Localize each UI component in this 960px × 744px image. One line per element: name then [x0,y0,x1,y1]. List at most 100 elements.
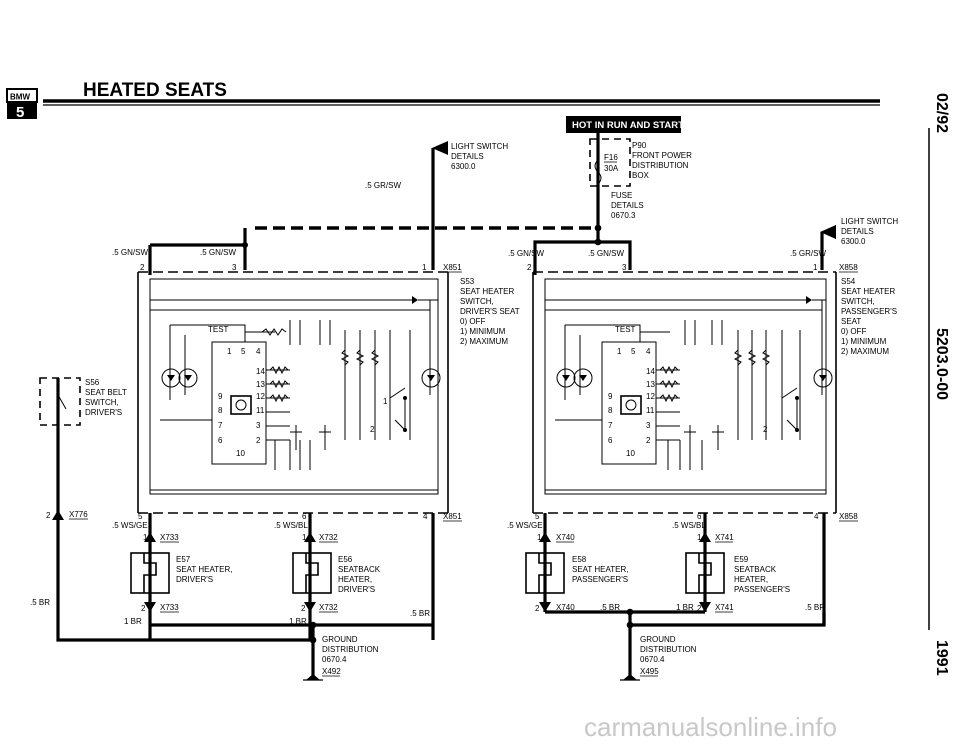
s54-label-1: S54 [841,277,856,286]
pin-1-right: 1 [813,263,818,272]
wire-br-e58: .5 BR [600,603,620,612]
s54-label-8: 2) MAXIMUM [841,347,889,356]
e57-label-3: DRIVER'S [176,575,213,584]
connector-x495: X495 [640,667,659,676]
seat-belt-switch-s56 [39,377,312,642]
logo-series-text: 5 [16,104,24,121]
light-switch-right-1: LIGHT SWITCH [841,217,898,226]
fuse-box-label-3: BOX [632,171,650,180]
s54-pin-10: 10 [626,449,635,458]
s54-out-pin-6: 6 [697,512,702,521]
wire-br-s53: .5 BR [410,609,430,618]
s53-pin-8: 8 [218,406,223,415]
ground-right-2: DISTRIBUTION [640,645,697,654]
heater-e56 [292,552,332,594]
s54-pin-5: 5 [631,347,636,356]
e59-label-3: HEATER, [734,575,768,584]
fuse-details-3: 0670.3 [611,211,636,220]
x740-bottom-pin: 2 [535,604,540,613]
s54-pin-3: 3 [646,421,651,430]
fuse-details-2: DETAILS [611,201,644,210]
connector-x741-bottom: X741 [715,603,734,612]
x732-bottom-pin: 2 [301,604,306,613]
light-switch-arrow-left [432,141,448,155]
wire-gn-sw-left-b: .5 GN/SW [200,248,236,257]
s54-pin-7: 7 [608,421,613,430]
s54-label-7: 1) MINIMUM [841,337,887,346]
s53-pin-7: 7 [218,421,223,430]
ground-left-3: 0670.4 [322,655,347,664]
s53-heater-icon [230,395,252,415]
connector-x732-bottom: X732 [319,603,338,612]
s54-out-pin-5: 5 [535,512,540,521]
e59-label-4: PASSENGER'S [734,585,790,594]
heater-e58 [525,552,565,594]
s54-label-2: SEAT HEATER [841,287,895,296]
side-date: 02/92 [933,93,950,133]
light-switch-left-3: 6300.0 [451,162,476,171]
fuse-box-id: P90 [632,141,647,150]
s53-pin-2: 2 [256,436,261,445]
heater-e59 [685,552,725,594]
wire-gn-sw-left-a: .5 GN/SW [112,248,148,257]
s53-pin-6: 6 [218,436,223,445]
s56-label-2: SEAT BELT [85,388,127,397]
s54-pin-2: 2 [646,436,651,445]
connector-x858-bottom: X858 [839,512,858,521]
e56-label-4: DRIVER'S [338,585,375,594]
wire-br-belt: .5 BR [30,598,50,607]
s53-pin-9: 9 [218,392,223,401]
connector-x851-bottom: X851 [443,512,462,521]
bmw-logo: BMW 5 [6,88,38,121]
s53-pin-4: 4 [256,347,261,356]
page-title: HEATED SEATS [83,80,227,101]
hot-banner-text: HOT IN RUN AND START [572,120,684,131]
logo-bmw-text: BMW [10,93,30,102]
wire-ws-bl-left: .5 WS/BL [274,521,308,530]
light-switch-arrow-right [820,225,836,239]
s53-ic-block [211,341,267,465]
x776-connector-arrow [52,510,64,520]
wire-gn-sw-right-b: .5 GN/SW [588,249,624,258]
s56-label-3: SWITCH, [85,398,119,407]
light-switch-left-2: DETAILS [451,152,484,161]
side-year: 1991 [933,640,950,676]
e56-label-3: HEATER, [338,575,372,584]
fuse-box-label-2: DISTRIBUTION [632,161,689,170]
light-switch-right-2: DETAILS [841,227,874,236]
e58-label-3: PASSENGER'S [572,575,628,584]
hot-in-run-banner [566,116,681,133]
s54-pin-9: 9 [608,392,613,401]
s53-pin-5: 5 [241,347,246,356]
connector-x740-top: X740 [556,533,575,542]
s53-label-6: 1) MINIMUM [460,327,506,336]
s53-out-pin-6: 6 [302,512,307,521]
pin-2-right: 2 [527,263,532,272]
s54-pos-2: 2 [763,425,768,434]
switch-module-s54: TEST 2 1 5 4 14 13 9 12 8 11 7 3 6 2 10 [532,271,837,514]
s53-pin-13: 13 [256,380,265,389]
pin-1-left: 1 [422,263,427,272]
s53-pin-10: 10 [236,449,245,458]
s53-test-label: TEST [208,325,229,334]
s53-label-2: SEAT HEATER [460,287,514,296]
wire-ws-bl-right: .5 WS/BL [672,521,706,530]
ground-right-3: 0670.4 [640,655,665,664]
wire-gn-sw-right-a: .5 GN/SW [508,249,544,258]
wire-1br-e56: 1 BR [289,617,307,626]
fuse-id: F16 [604,153,618,162]
connector-x492: X492 [322,667,341,676]
x740-top-pin: 1 [537,533,542,542]
connector-x858-top: X858 [839,263,858,272]
wire-ws-ge-right: .5 WS/GE [507,521,543,530]
connector-x733-top: X733 [160,533,179,542]
e59-label-1: E59 [734,555,749,564]
s54-pin-4: 4 [646,347,651,356]
s54-test-label: TEST [615,325,636,334]
x741-top-pin: 1 [697,533,702,542]
ground-icon-right [620,672,640,681]
s53-pin-3: 3 [256,421,261,430]
s54-pin-14: 14 [646,367,655,376]
